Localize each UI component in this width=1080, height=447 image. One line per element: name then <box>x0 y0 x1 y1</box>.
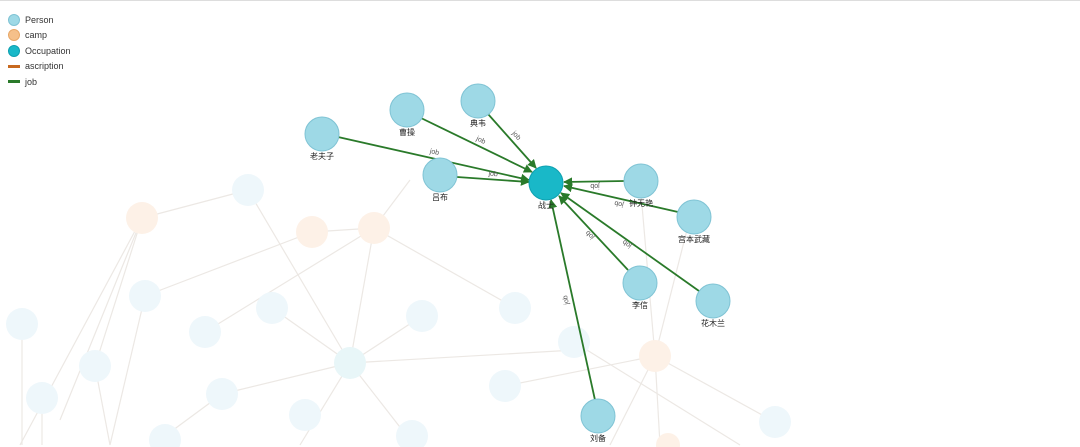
edge-dianwei-zhanshi[interactable] <box>487 113 537 169</box>
person-node-caocao[interactable]: 曹操 <box>389 92 425 137</box>
person-node-zhongwuyan[interactable]: 钟无艳 <box>623 163 659 208</box>
edge-label: job <box>474 135 486 146</box>
node-label: 典韦 <box>470 118 486 128</box>
node-label: 曹操 <box>399 127 415 137</box>
person-node-dianwei[interactable]: 典韦 <box>460 83 496 128</box>
legend: Person camp Occupation ascription job <box>8 12 71 90</box>
edge-label: job <box>562 294 571 306</box>
top-divider <box>0 0 1080 1</box>
job-edges <box>337 113 700 401</box>
edge-label: job <box>621 238 634 250</box>
legend-label: Occupation <box>25 45 71 56</box>
edge-caocao-zhanshi[interactable] <box>420 117 533 173</box>
legend-item-occupation[interactable]: Occupation <box>8 43 71 59</box>
edge-zhongwuyan-zhanshi[interactable] <box>563 177 626 187</box>
edge-liubei-zhanshi[interactable] <box>548 199 596 401</box>
legend-label: camp <box>25 30 48 41</box>
faded-background-nodes <box>6 174 791 447</box>
node-label: 吕布 <box>432 192 448 202</box>
legend-item-job[interactable]: job <box>8 74 71 90</box>
node-label: 宫本武藏 <box>678 234 710 244</box>
legend-item-person[interactable]: Person <box>8 12 71 28</box>
edge-labels: job job job job job job job job job <box>428 129 634 306</box>
edge-label: job <box>428 148 440 157</box>
node-label: 钟无艳 <box>629 198 653 208</box>
node-label: 战士 <box>538 200 554 210</box>
person-node-liubei[interactable]: 刘备 <box>580 398 616 443</box>
edge-gongben-zhanshi[interactable] <box>563 183 679 213</box>
legend-item-camp[interactable]: camp <box>8 28 71 44</box>
node-label: 刘备 <box>590 433 606 443</box>
legend-label: job <box>25 76 38 87</box>
node-label: 花木兰 <box>701 318 725 328</box>
edge-laofuzi-zhanshi[interactable] <box>337 136 530 183</box>
ascription-line-icon <box>8 64 20 68</box>
occupation-swatch-icon <box>8 44 20 57</box>
legend-item-ascription[interactable]: ascription <box>8 59 71 75</box>
edge-lvbu-zhanshi[interactable] <box>456 176 530 186</box>
edge-label: job <box>614 199 626 208</box>
occupation-node-zhanshi[interactable]: 战士 <box>528 165 564 210</box>
edge-label: job <box>590 182 600 189</box>
edge-lixin-zhanshi[interactable] <box>558 195 629 271</box>
edge-huamulan-zhanshi[interactable] <box>560 192 700 292</box>
person-node-laofuzi[interactable]: 老夫子 <box>304 116 340 161</box>
edge-label: job <box>487 171 498 179</box>
camp-swatch-icon <box>8 29 20 42</box>
node-label: 李信 <box>632 300 648 310</box>
edge-label: job <box>585 229 597 241</box>
node-label: 老夫子 <box>310 151 334 161</box>
person-node-huamulan[interactable]: 花木兰 <box>695 283 731 328</box>
legend-label: ascription <box>25 61 64 72</box>
legend-label: Person <box>25 14 54 25</box>
job-line-icon <box>8 80 20 84</box>
person-node-gongbenwuzang[interactable]: 宫本武藏 <box>676 199 712 244</box>
person-node-lvbu[interactable]: 吕布 <box>422 157 458 202</box>
person-swatch-icon <box>8 13 20 26</box>
person-node-lixin[interactable]: 李信 <box>622 265 658 310</box>
